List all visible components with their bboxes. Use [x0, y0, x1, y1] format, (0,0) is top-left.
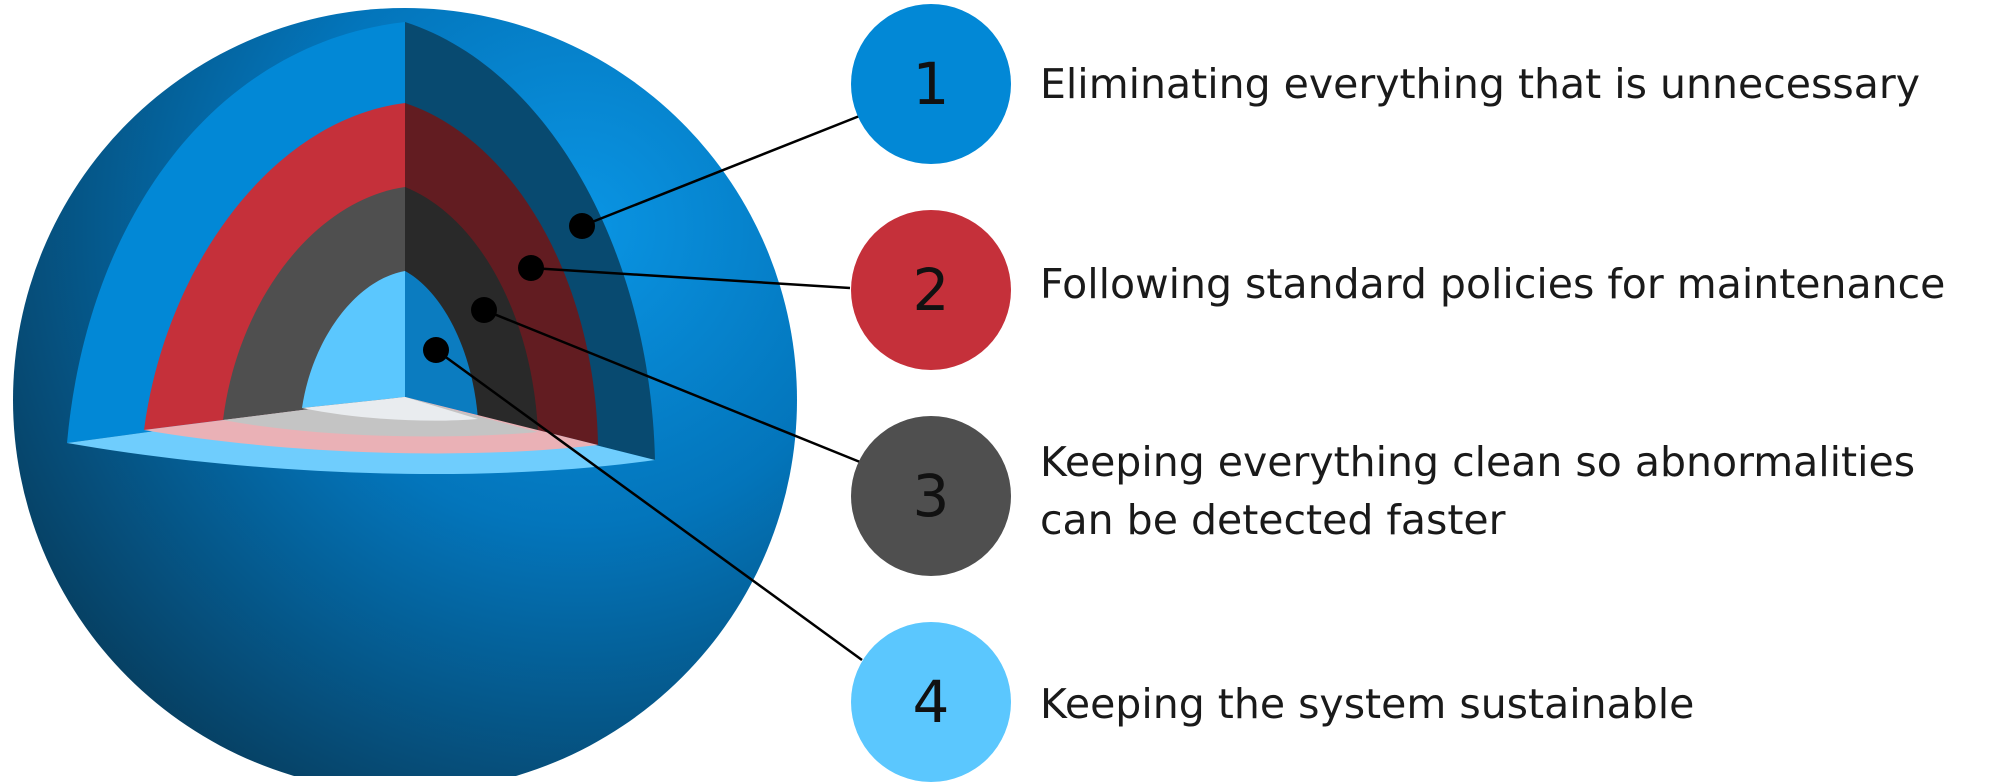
item-label-2: Following standard policies for maintena…: [1040, 255, 1945, 313]
connector-line-1: [581, 113, 863, 228]
connector-dot-1: [569, 213, 595, 239]
badge-1: 1: [851, 4, 1011, 164]
cut-floor-core: [302, 397, 478, 421]
item-label-3-line-2: can be detected faster: [1040, 496, 1506, 544]
item-label-3-line-1: Keeping everything clean so abnormalitie…: [1040, 438, 1916, 486]
connector-line-2: [530, 266, 851, 290]
item-label-3: Keeping everything clean so abnormalitie…: [1040, 433, 1915, 549]
badge-number-1: 1: [912, 50, 950, 118]
connector-line-3: [483, 308, 861, 464]
badge-number-2: 2: [912, 256, 950, 324]
item-label-1: Eliminating everything that is unnecessa…: [1040, 55, 1920, 113]
connector-dot-2: [518, 255, 544, 281]
connector-line-4: [435, 348, 863, 662]
badge-3: 3: [851, 416, 1011, 576]
badge-2: 2: [851, 210, 1011, 370]
item-label-2-line-1: Following standard policies for maintena…: [1040, 260, 1946, 308]
badge-number-4: 4: [912, 668, 950, 736]
connector-dot-4: [423, 337, 449, 363]
item-label-4: Keeping the system sustainable: [1040, 675, 1694, 733]
item-label-1-line-1: Eliminating everything that is unnecessa…: [1040, 60, 1920, 108]
item-label-4-line-1: Keeping the system sustainable: [1040, 680, 1695, 728]
badge-number-3: 3: [912, 462, 950, 530]
connector-dot-3: [471, 297, 497, 323]
core-face: [302, 271, 405, 408]
badge-4: 4: [851, 622, 1011, 782]
